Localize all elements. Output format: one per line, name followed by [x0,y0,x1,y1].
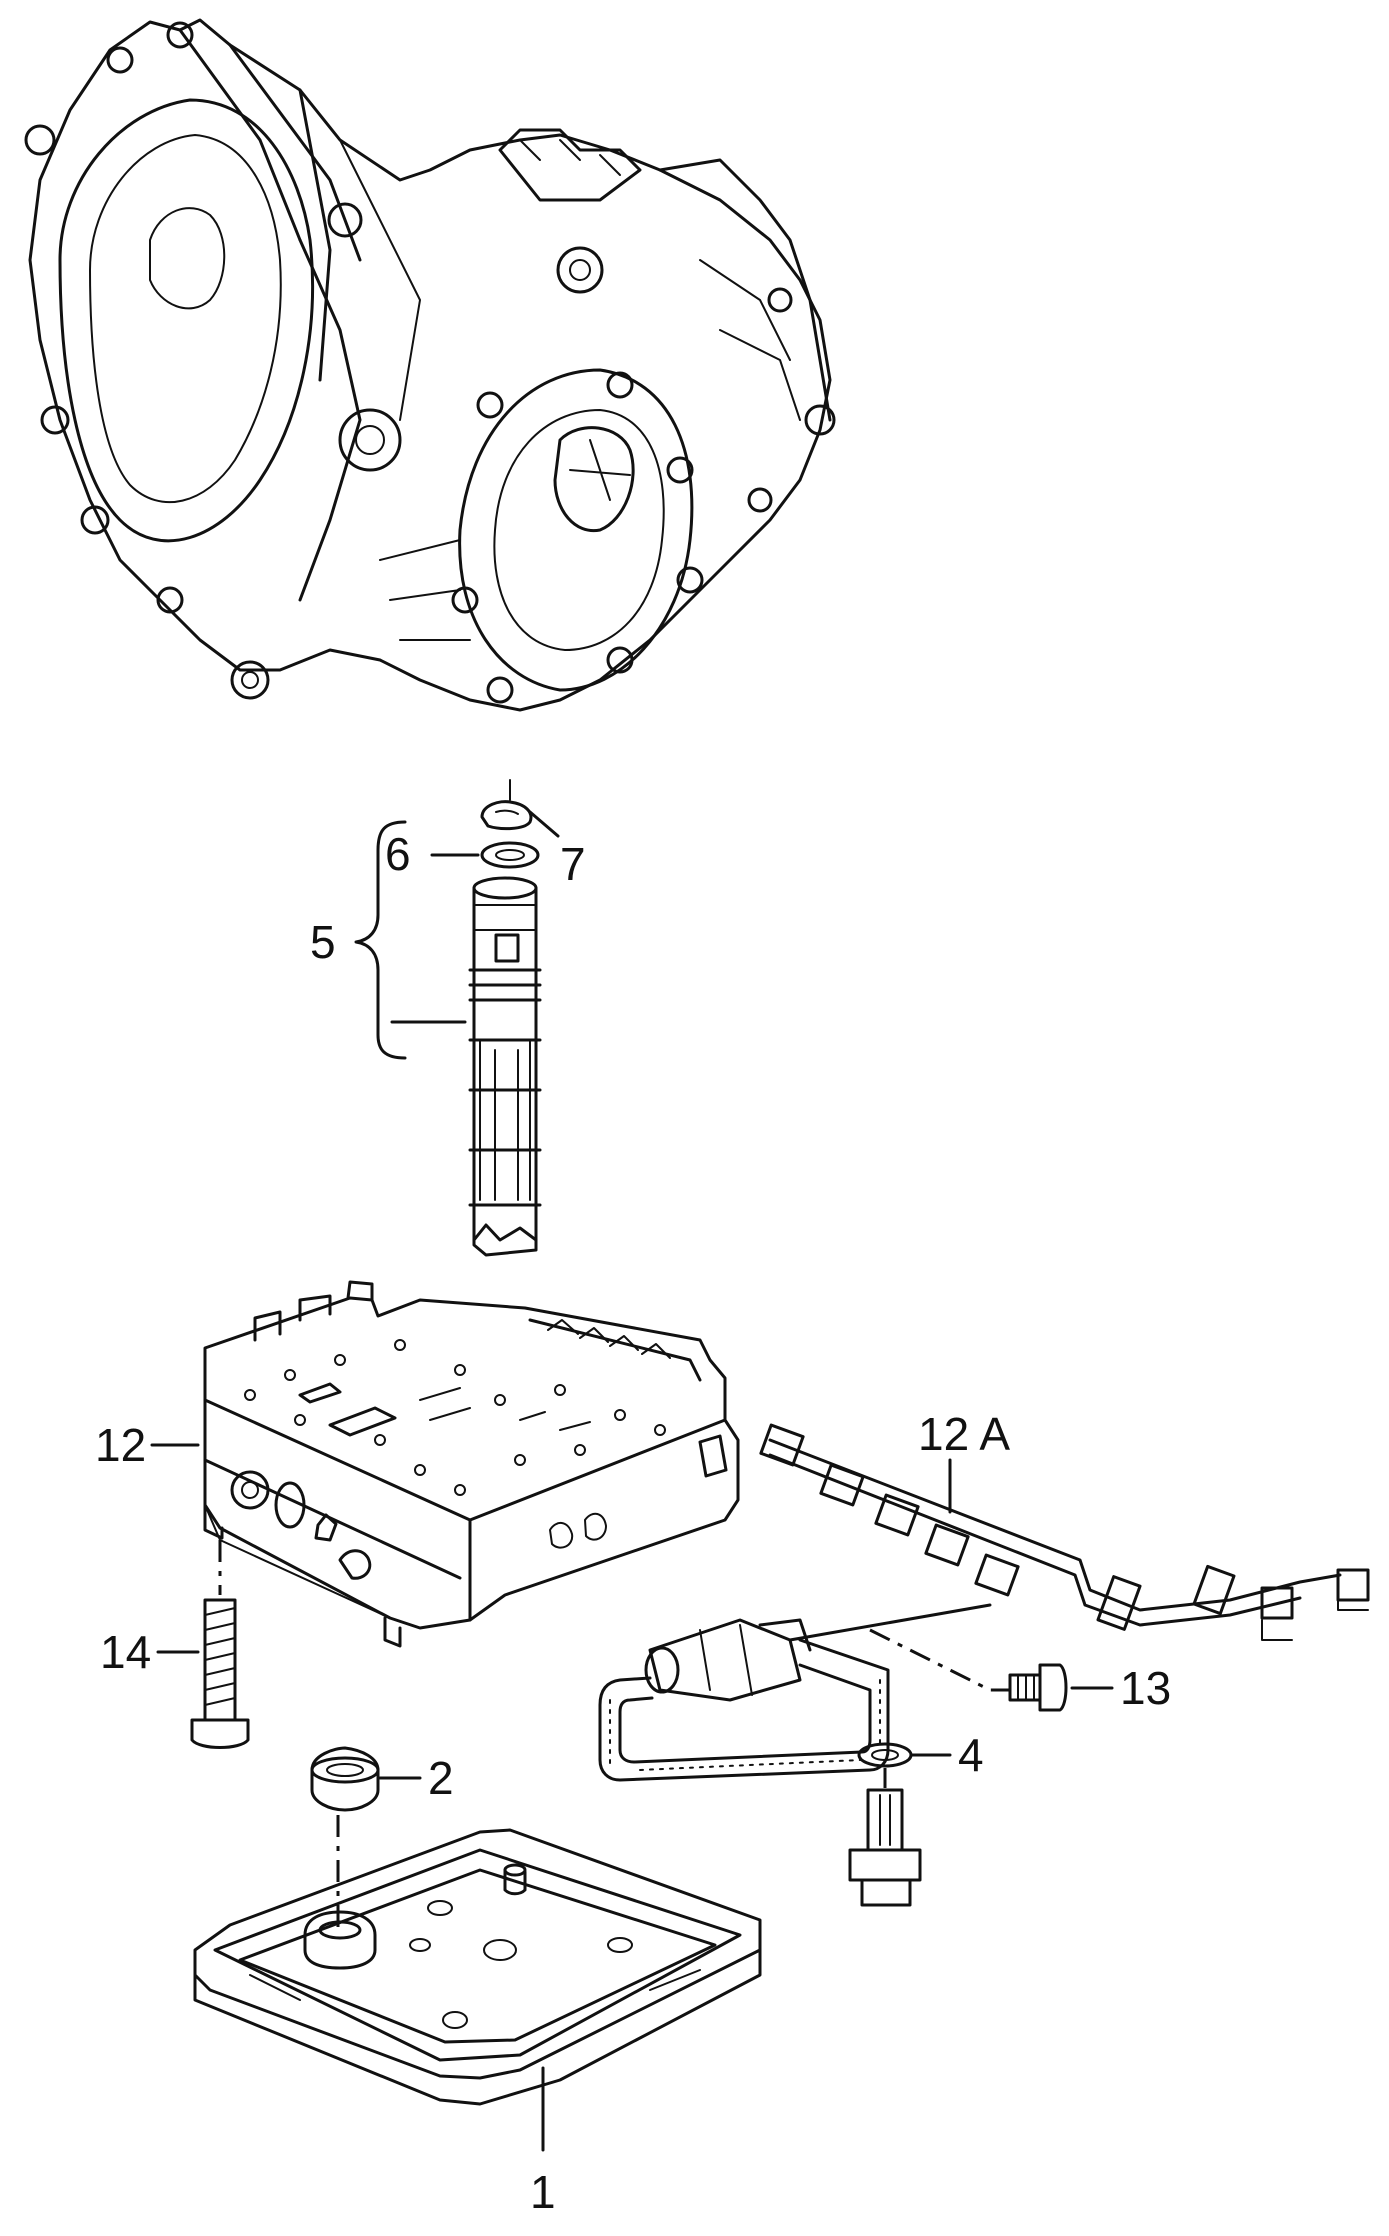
speed-sensor [598,1618,890,1782]
callout-13: 13 [1120,1662,1171,1714]
leader-7 [528,810,560,838]
callout-12a: 12 A [918,1408,1010,1460]
bolt-13 [1008,1663,1068,1712]
callout-2: 2 [428,1752,454,1804]
callout-5: 5 [310,916,336,968]
bracket-5 [354,820,407,1060]
callout-6: 6 [385,828,411,880]
valve-assembly [468,800,542,1257]
wiring-harness [759,1423,1370,1641]
leader-sensor [788,1603,992,1642]
o-ring-4-inner [871,1749,899,1761]
dash-sensor-13 [869,1628,1010,1692]
valve-body [203,1280,740,1648]
seal-2 [310,1746,380,1812]
callout-12: 12 [95,1419,146,1471]
sensor-4 [848,1788,922,1907]
callout-7: 7 [560,838,586,890]
callout-4: 4 [958,1729,984,1781]
bolt-14 [190,1598,250,1749]
callout-1: 1 [530,2166,556,2218]
transmission-housing [24,18,836,712]
oil-pan [193,1828,762,2106]
callout-14: 14 [100,1626,151,1678]
